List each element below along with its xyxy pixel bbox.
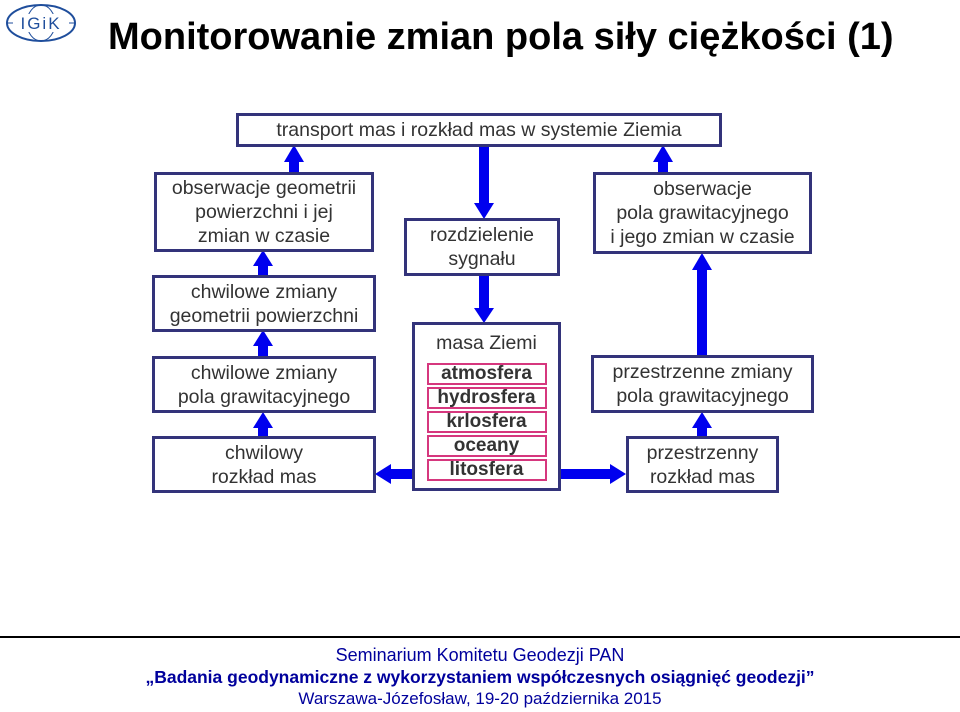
box-signal-separation: rozdzielenie sygnału [404,218,560,276]
arrow-up-left-2 [253,250,273,277]
layer-lithosphere: litosfera [426,459,547,481]
box-spatial-mass-distribution: przestrzenny rozkład mas [626,436,779,493]
arrow-up-left-1 [284,145,304,172]
box-text-line: geometrii powierzchni [169,304,359,327]
box-instant-geometry-changes: chwilowe zmiany geometrii powierzchni [152,275,376,332]
arrow-up-left-3 [253,330,273,357]
box-text-line: chwilowe zmiany [190,280,338,303]
arrow-up-right-1 [653,145,673,173]
box-mass-transport-text: transport mas i rozkład mas w systemie Z… [276,119,682,141]
box-text-line: pola grawitacyjnego [616,385,789,407]
box-text-line: rozkład mas [211,465,317,488]
arrow-up-right-3 [692,412,712,437]
box-gravity-observations: obserwacje pola grawitacyjnego i jego zm… [593,172,812,254]
box-text-line: przestrzenny [646,441,759,464]
box-text-line: rozdzielenie [429,224,535,246]
box-text-line: chwilowy [224,441,304,464]
box-text-line: rozkład mas [649,465,756,488]
layer-cryosphere: krlosfera [426,411,547,433]
layer-oceans: oceany [426,435,547,457]
box-text-line: chwilowe zmiany [190,361,338,384]
page-title: Monitorowanie zmian pola siły ciężkości … [108,16,894,58]
box-text-line: powierzchni i jej [195,201,333,223]
igik-logo: IGiK [6,4,76,42]
arrow-down-center-1 [474,145,494,219]
box-text-line: obserwacje [653,178,752,200]
box-instant-gravity-changes: chwilowe zmiany pola grawitacyjnego [152,356,376,413]
arrow-up-right-2 [692,253,712,356]
footer-topic: „Badania geodynamiczne z wykorzystaniem … [145,667,815,687]
box-mass-transport: transport mas i rozkład mas w systemie Z… [236,113,722,147]
layer-hydrosphere: hydrosfera [426,387,547,409]
layer-atmosphere: atmosfera [426,363,547,385]
footer-seminar: Seminarium Komitetu Geodezji PAN [335,645,625,665]
box-text-line: sygnału [448,248,516,270]
box-geometry-observations: obserwacje geometrii powierzchni i jej z… [154,172,374,252]
box-spatial-gravity-changes: przestrzenne zmiany pola grawitacyjnego [591,355,814,413]
box-text-line: pola grawitacyjnego [177,385,351,408]
earth-mass-title: masa Ziemi [436,332,537,354]
arrow-right-center [560,464,626,484]
box-text-line: i jego zmian w czasie [610,226,795,248]
box-instant-mass-distribution: chwilowy rozkład mas [152,436,376,493]
footer-divider [0,636,960,638]
footer-place-date: Warszawa-Józefosław, 19-20 października … [298,689,662,708]
arrow-left-center [375,464,413,484]
box-earth-mass: masa Ziemi atmosfera hydrosfera krlosfer… [412,322,561,491]
box-text-line: pola grawitacyjnego [616,202,789,224]
arrow-down-center-2 [474,275,494,323]
box-text-line: przestrzenne zmiany [612,361,793,383]
logo-text: IGiK [20,14,61,33]
box-text-line: zmian w czasie [197,225,331,247]
box-text-line: obserwacje geometrii [171,177,357,199]
arrow-up-left-4 [253,412,273,437]
